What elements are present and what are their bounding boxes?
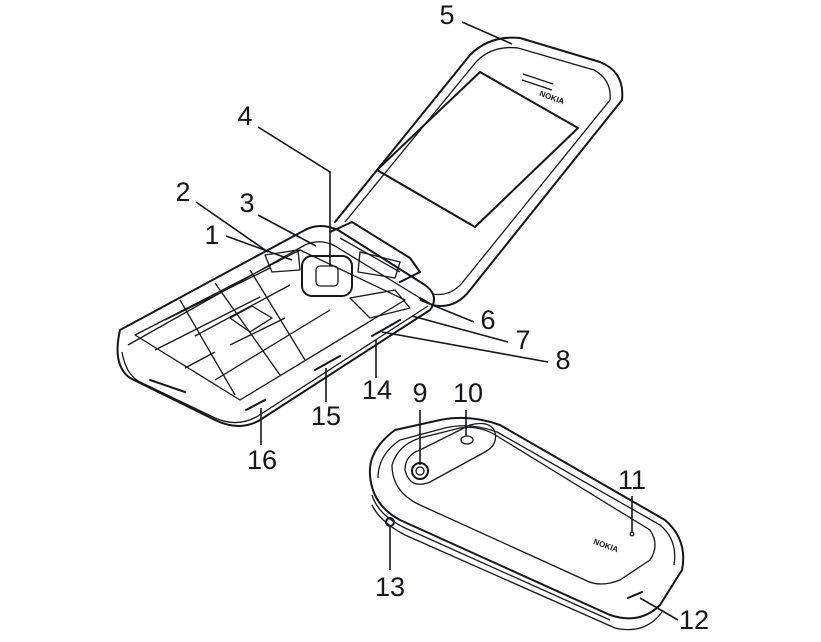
phone-open-top-half: NOKIA [335, 38, 622, 306]
callout-2: 2 [175, 177, 190, 207]
leader-line-3 [258, 215, 316, 246]
right-selection-key [350, 290, 410, 318]
camera-lens [412, 463, 428, 479]
flash [461, 436, 473, 444]
callout-3: 3 [239, 188, 254, 218]
callout-5: 5 [439, 0, 454, 30]
callout-14: 14 [362, 375, 392, 405]
callout-16: 16 [247, 445, 277, 475]
leader-line-12 [640, 598, 678, 620]
callout-1: 1 [204, 220, 219, 250]
bottom-slot [628, 592, 642, 598]
leader-line-1 [226, 236, 292, 260]
callout-7: 7 [515, 325, 530, 355]
nokia-logo-back: NOKIA [592, 537, 620, 554]
callout-12: 12 [679, 605, 709, 635]
callout-10: 10 [453, 378, 483, 408]
callout-11: 11 [618, 465, 646, 495]
select-key [316, 266, 338, 286]
microphone-hole [630, 532, 634, 536]
charging-port [315, 356, 340, 370]
back-cover-panel [392, 427, 655, 584]
navigation-key [302, 256, 352, 296]
nokia-logo: NOKIA [538, 89, 566, 106]
phone-back: NOKIA [370, 418, 683, 630]
callout-4: 4 [237, 101, 252, 131]
callout-8: 8 [555, 345, 570, 375]
callout-6: 6 [480, 305, 495, 335]
callout-13: 13 [375, 572, 405, 602]
leader-line-5 [462, 22, 512, 44]
callout-15: 15 [311, 401, 341, 431]
leader-line-4 [258, 127, 330, 266]
lanyard-hole [246, 400, 265, 410]
callout-9: 9 [412, 378, 427, 408]
